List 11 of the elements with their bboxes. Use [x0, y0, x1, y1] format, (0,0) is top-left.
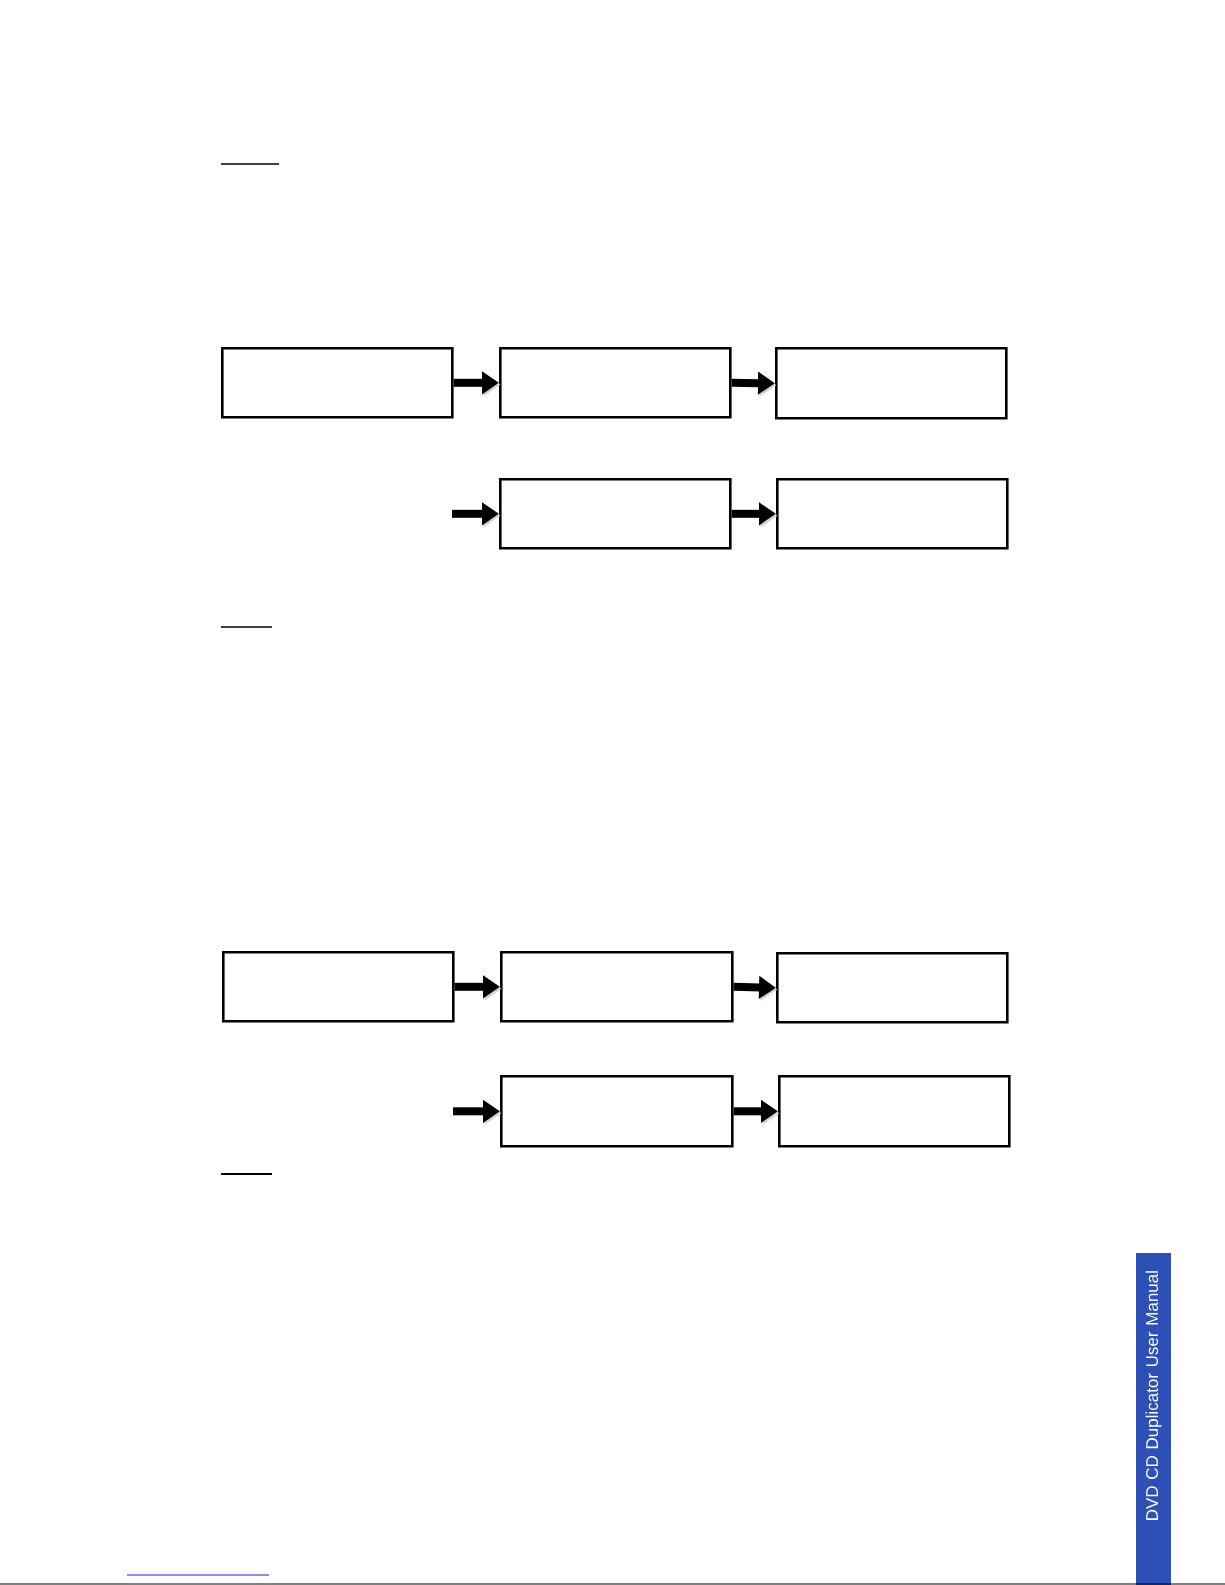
process-box	[776, 478, 1009, 550]
process-box	[500, 1075, 734, 1148]
process-box	[500, 951, 734, 1023]
process-box	[778, 1075, 1011, 1148]
process-box	[776, 952, 1009, 1024]
process-box	[499, 347, 732, 419]
process-box	[222, 951, 455, 1023]
side-tab: DVD CD Duplicator User Manual	[1136, 1253, 1171, 1585]
process-box	[221, 347, 454, 419]
process-box	[775, 347, 1008, 420]
process-box	[499, 478, 732, 550]
